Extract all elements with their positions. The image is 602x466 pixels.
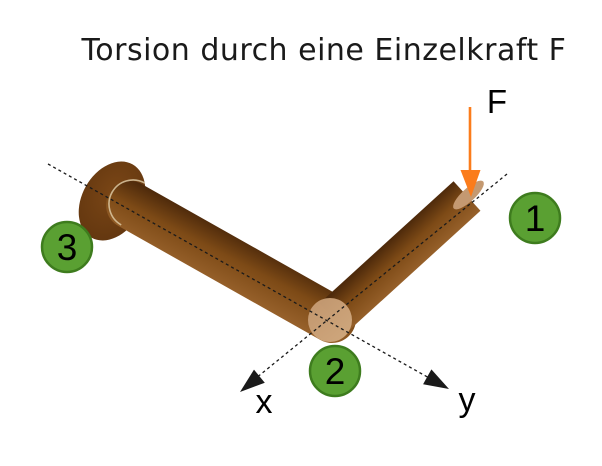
marker-3: 3 [40,220,94,274]
x-axis-label: x [256,383,273,421]
y-axis-arrowhead [423,369,449,389]
y-axis-dashed-line [47,163,432,380]
marker-3-label: 3 [57,227,78,268]
shaft-3-2 [106,181,356,343]
marker-2-circle [308,344,362,398]
shaft-2-1 [319,181,481,333]
marker-2-label: 2 [325,351,346,392]
force-label: F [487,83,507,120]
joint-end-cap [308,298,352,342]
force-arrowhead [460,170,481,197]
marker-2: 2 [308,344,362,398]
marker-1: 1 [508,191,562,245]
x-axis-arrowhead [240,369,265,392]
marker-3-circle [40,220,94,274]
x-axis-dashed-line [249,173,508,384]
diagram-title: Torsion durch eine Einzelkraft F [81,33,567,68]
marker-1-label: 1 [525,198,546,239]
marker-1-circle [508,191,562,245]
shaft-end-outline [108,179,146,226]
shaft-1-end-cap [453,180,484,210]
y-axis-label: y [459,381,476,419]
